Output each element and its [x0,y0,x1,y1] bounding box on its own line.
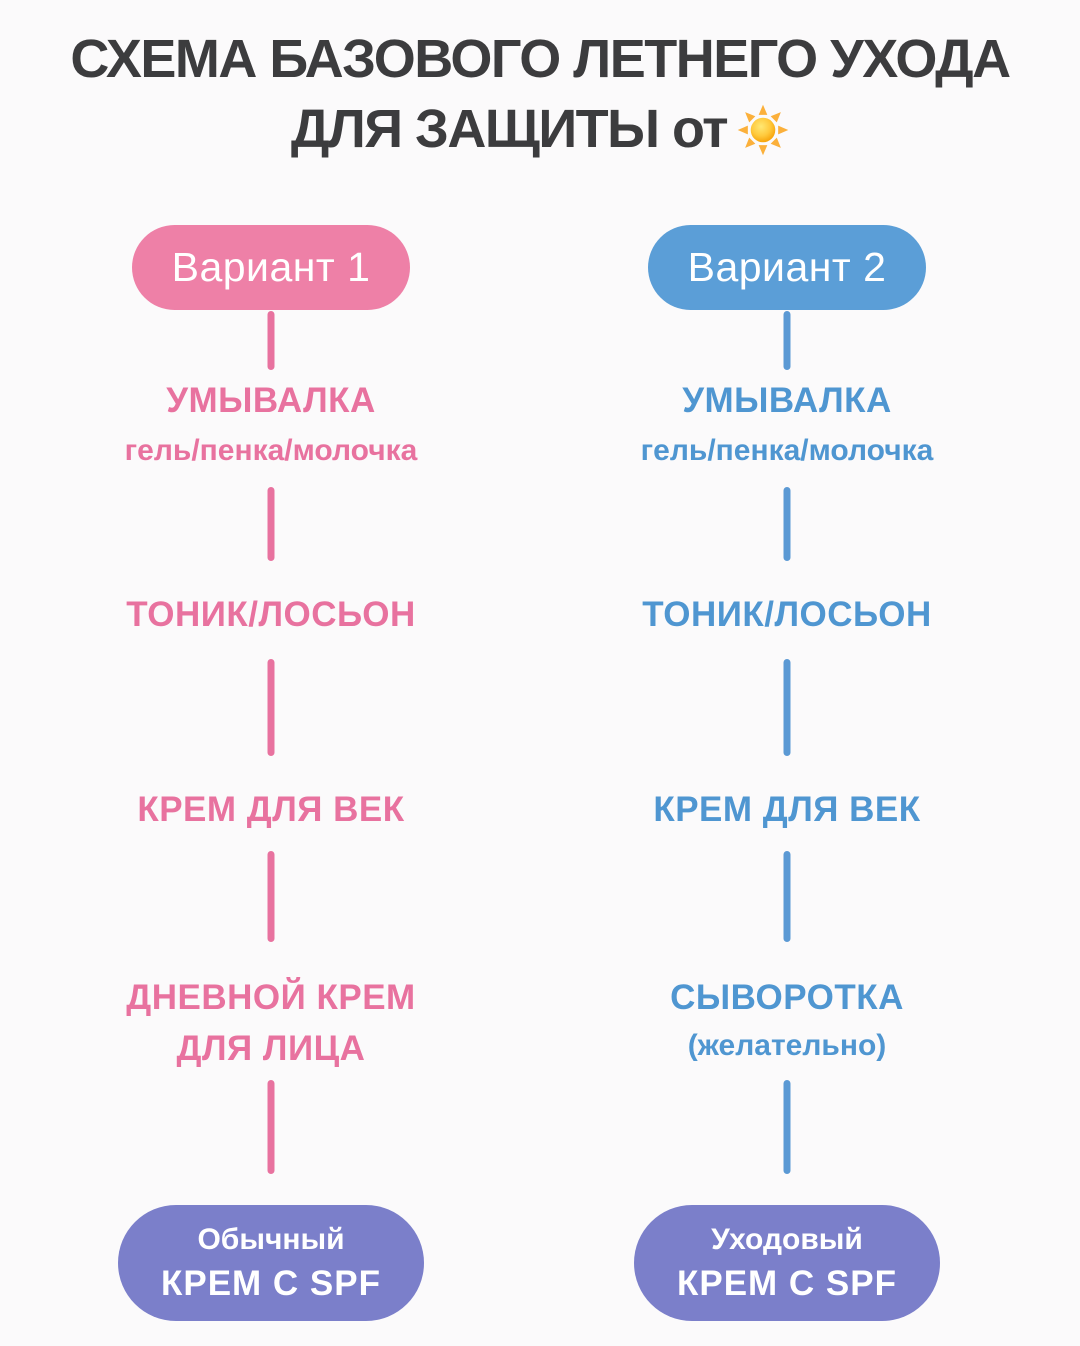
connector-line [783,659,791,756]
variant-2-pill: Вариант 2 [648,225,926,310]
page-title-line-2: ДЛЯ ЗАЩИТЫ от [0,98,1080,160]
step-serum-title: СЫВОРОТКА [670,978,904,1017]
connector-line [783,487,791,561]
step-toner-title: ТОНИК/ЛОСЬОН [642,595,932,634]
step-serum-subtitle: (желательно) [687,1029,887,1062]
step-cleanser-subtitle: гель/пенка/молочка [640,434,934,467]
step-eye-cream-title: КРЕМ ДЛЯ ВЕК [653,790,921,829]
step-day-cream-subtitle: ДЛЯ ЛИЦА [176,1029,366,1068]
final-spf-pill-variant-2: Уходовый КРЕМ С SPF [634,1205,940,1321]
step-cleanser-title: УМЫВАЛКА [682,381,892,420]
step-day-cream-title: ДНЕВНОЙ КРЕМ [126,978,416,1017]
connector-line [783,851,791,942]
connector-line [783,311,791,370]
column-variant-1: Вариант 1 УМЫВАЛКА гель/пенка/молочка ТО… [1,0,541,1346]
step-cleanser-subtitle: гель/пенка/молочка [124,434,418,467]
variant-1-pill: Вариант 1 [132,225,410,310]
connector-line [267,487,275,561]
final-pill-product: КРЕМ С SPF [161,1263,381,1303]
column-variant-2: Вариант 2 УМЫВАЛКА гель/пенка/молочка ТО… [517,0,1057,1346]
connector-line [267,311,275,370]
connector-line [267,1080,275,1174]
connector-line [783,1080,791,1174]
final-pill-qualifier: Обычный [197,1222,345,1256]
final-spf-pill-variant-1: Обычный КРЕМ С SPF [118,1205,424,1321]
step-toner-title: ТОНИК/ЛОСЬОН [126,595,416,634]
final-pill-product: КРЕМ С SPF [677,1263,897,1303]
final-pill-qualifier: Уходовый [711,1222,863,1256]
step-cleanser-title: УМЫВАЛКА [166,381,376,420]
sun-icon [737,104,789,156]
connector-line [267,851,275,942]
variant-1-label: Вариант 1 [171,244,371,290]
page-title-line-2-text: ДЛЯ ЗАЩИТЫ от [290,99,729,159]
step-eye-cream-title: КРЕМ ДЛЯ ВЕК [137,790,405,829]
page-title-line-1: СХЕМА БАЗОВОГО ЛЕТНЕГО УХОДА [70,29,1011,89]
connector-line [267,659,275,756]
variant-2-label: Вариант 2 [687,244,887,290]
